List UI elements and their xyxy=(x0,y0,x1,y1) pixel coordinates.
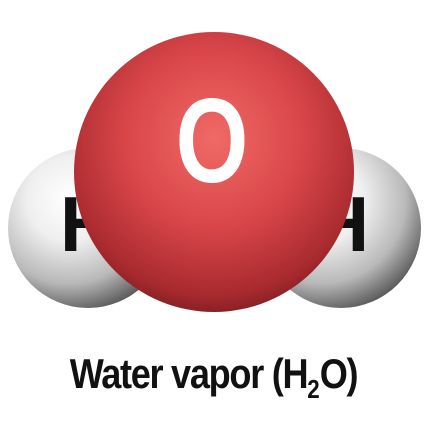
caption-prefix: Water vapor (H xyxy=(69,350,309,397)
diagram-caption: Water vapor (H2O) xyxy=(30,348,397,402)
oxygen-label: O xyxy=(176,74,249,208)
oxygen-sphere xyxy=(74,32,354,312)
oxygen-atom: O xyxy=(74,32,354,312)
caption-suffix: O) xyxy=(319,350,359,397)
caption-subscript: 2 xyxy=(307,374,320,404)
